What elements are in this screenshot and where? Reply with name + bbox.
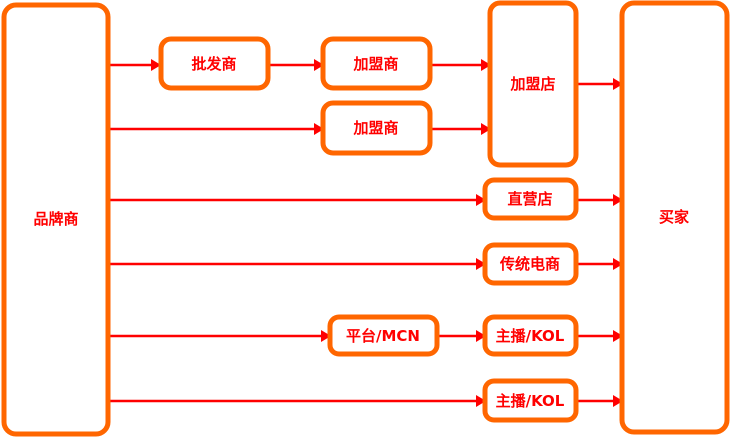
- node-brand: 品牌商: [1, 2, 111, 437]
- node-label: 直营店: [507, 190, 552, 208]
- node-streamer-kol-2: 主播/KOL: [482, 378, 579, 423]
- arrows: [108, 59, 623, 407]
- node-label: 加盟商: [352, 119, 398, 137]
- node-label: 品牌商: [33, 210, 78, 228]
- node-franchisee-2: 加盟商: [320, 100, 433, 156]
- node-platform-mcn: 平台/MCN: [327, 314, 440, 357]
- node-wholesaler: 批发商: [158, 36, 271, 91]
- node-label: 加盟店: [509, 75, 555, 93]
- node-label: 主播/KOL: [496, 392, 565, 410]
- node-franchise-store: 加盟店: [487, 0, 579, 168]
- node-label: 平台/MCN: [346, 327, 420, 345]
- node-label: 批发商: [191, 55, 236, 73]
- node-label: 买家: [659, 208, 689, 226]
- node-franchisee-1: 加盟商: [320, 36, 433, 91]
- node-label: 加盟商: [352, 55, 398, 73]
- node-streamer-kol-1: 主播/KOL: [482, 314, 579, 357]
- node-traditional-ecommerce: 传统电商: [482, 242, 579, 286]
- node-label: 传统电商: [499, 255, 560, 273]
- node-direct-store: 直营店: [482, 177, 579, 221]
- node-label: 主播/KOL: [496, 327, 565, 345]
- node-buyer: 买家: [619, 0, 730, 435]
